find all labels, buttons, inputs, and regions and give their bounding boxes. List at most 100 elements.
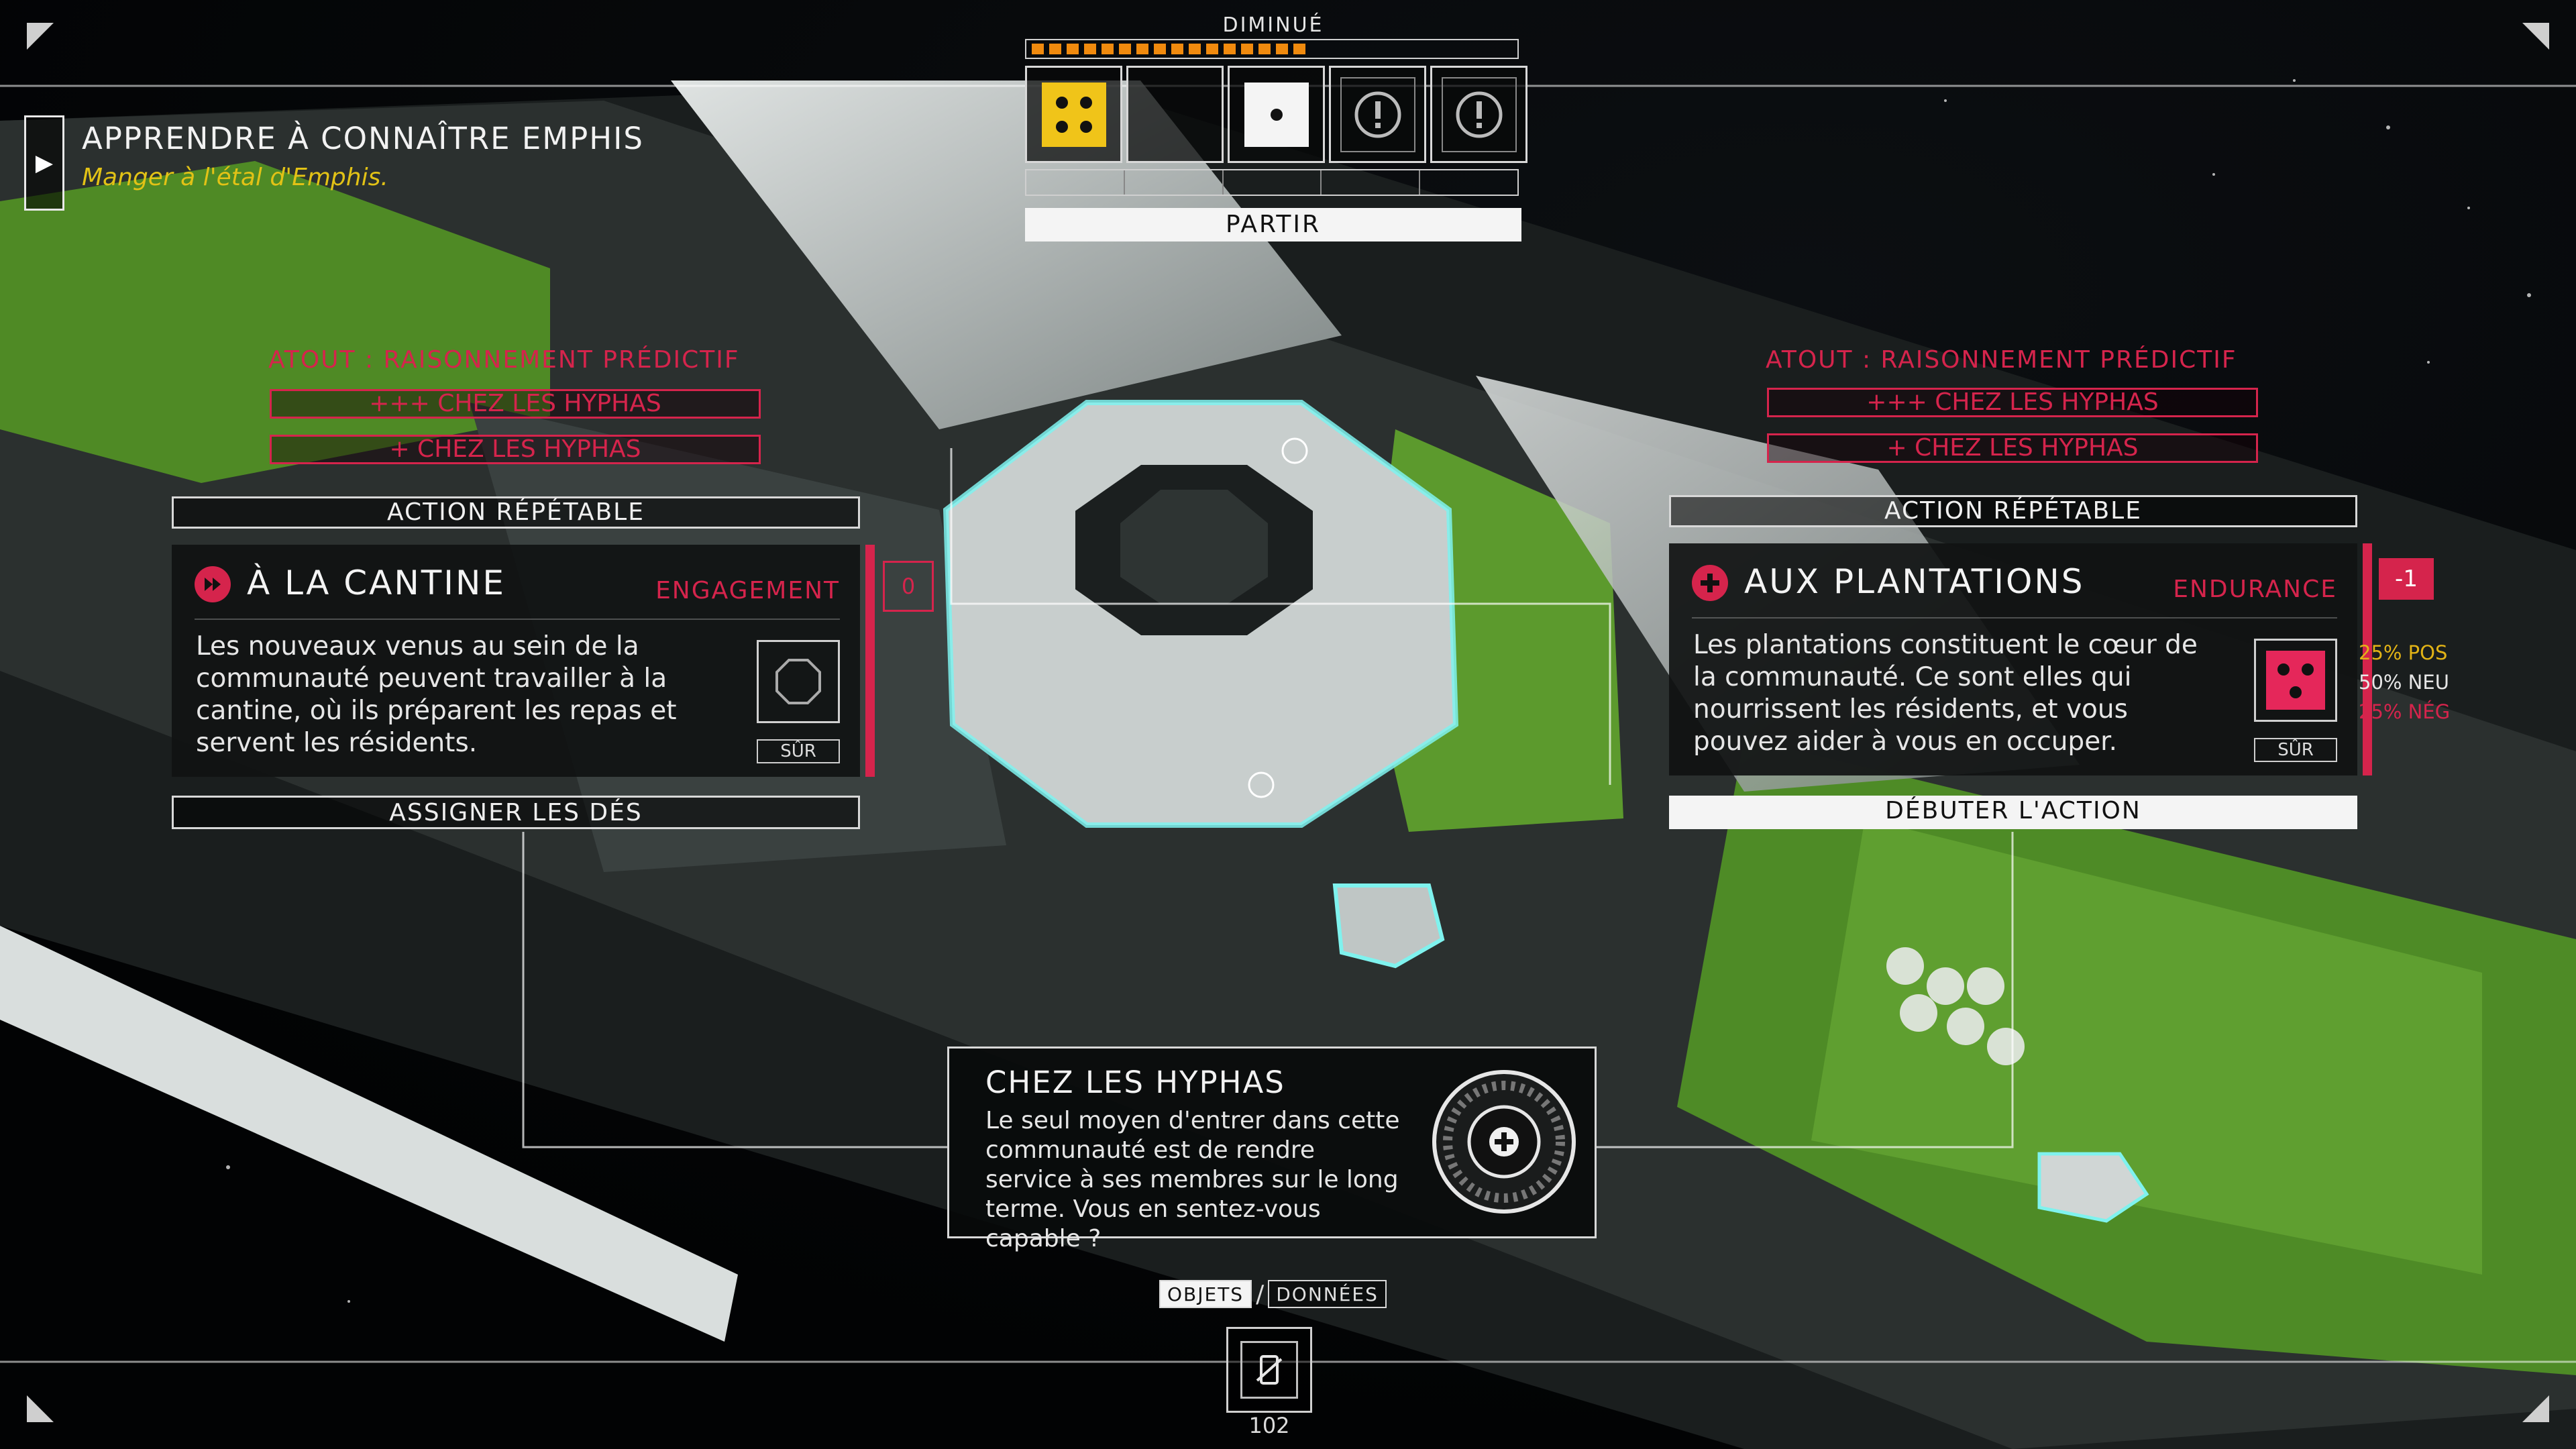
left-advantage-title: ATOUT : RAISONNEMENT PRÉDICTIF <box>268 346 740 374</box>
corner-br <box>2522 1395 2549 1422</box>
tray-foot-bar <box>1025 169 1519 196</box>
right-pod <box>2037 1152 2149 1223</box>
stress-segment <box>1206 44 1218 54</box>
assigned-die-icon <box>2266 651 2325 710</box>
right-advantage-2: + CHEZ LES HYPHAS <box>1767 433 2258 463</box>
stress-segment <box>1049 44 1061 54</box>
action-card-cantine[interactable]: À LA CANTINE ENGAGEMENT Les nouveaux ven… <box>172 545 875 777</box>
card-divider <box>195 619 840 620</box>
connector-left-card <box>522 832 947 1148</box>
safe-label: SÛR <box>757 739 840 763</box>
location-panel[interactable]: CHEZ LES HYPHAS Le seul moyen d'entrer d… <box>947 1046 1597 1252</box>
tab-separator: / <box>1256 1280 1265 1308</box>
stress-segment <box>1276 44 1288 54</box>
card-title: AUX PLANTATIONS <box>1744 562 2085 601</box>
hyphas-cross-icon <box>1432 1070 1576 1214</box>
stress-segment <box>1084 44 1096 54</box>
stress-segment <box>1119 44 1131 54</box>
device-slot[interactable] <box>1226 1327 1312 1413</box>
stress-segment <box>1154 44 1166 54</box>
corner-tl <box>27 23 54 50</box>
storage-tanks <box>1886 947 2025 1065</box>
warning-icon <box>1340 76 1415 152</box>
hull-plate-top <box>671 80 1342 429</box>
tab-objects[interactable]: OBJETS <box>1159 1280 1252 1308</box>
dice-slots <box>1025 66 1527 163</box>
assigned-die-slot[interactable] <box>2254 639 2337 722</box>
dice-slot-5[interactable] <box>1430 66 1527 163</box>
card-accent-stripe <box>2363 543 2372 775</box>
tab-data[interactable]: DONNÉES <box>1268 1280 1387 1308</box>
stress-segment <box>1032 44 1044 54</box>
corner-tr <box>2522 23 2549 50</box>
connector-center-box <box>950 448 1611 785</box>
location-title: CHEZ LES HYPHAS <box>985 1065 1285 1100</box>
modifier-badge: -1 <box>2379 558 2434 600</box>
card-skill: ENDURANCE <box>2173 576 2337 603</box>
stress-segment <box>1224 44 1236 54</box>
stress-segment <box>1102 44 1114 54</box>
empty-die-slot[interactable] <box>757 640 840 723</box>
small-pod <box>1332 883 1445 969</box>
card-divider <box>1692 617 2337 619</box>
odds-negative: 25% NÉG <box>2359 700 2451 723</box>
stress-segment <box>1258 44 1271 54</box>
location-description: Le seul moyen d'entrer dans cette commun… <box>985 1107 1400 1252</box>
stress-segment <box>1136 44 1148 54</box>
start-action-button[interactable]: DÉBUTER L'ACTION <box>1669 796 2357 829</box>
right-advantage-title: ATOUT : RAISONNEMENT PRÉDICTIF <box>1766 346 2237 374</box>
odds-neutral: 50% NEU <box>2359 671 2449 694</box>
left-advantage-2: + CHEZ LES HYPHAS <box>270 435 761 464</box>
action-card-plantations[interactable]: AUX PLANTATIONS ENDURANCE Les plantation… <box>1669 543 2372 775</box>
node-marker-bottom <box>1248 771 1275 798</box>
card-accent-stripe <box>865 545 875 777</box>
stress-bar <box>1025 39 1519 59</box>
dice-slot-3[interactable] <box>1228 66 1325 163</box>
terrace-left <box>0 161 550 483</box>
left-advantage-1: +++ CHEZ LES HYPHAS <box>270 389 761 419</box>
dice-slot-4[interactable] <box>1329 66 1426 163</box>
right-repeatable-label: ACTION RÉPÉTABLE <box>1669 495 2357 527</box>
left-repeatable-label: ACTION RÉPÉTABLE <box>172 496 860 529</box>
cycle-counter: 102 <box>1248 1413 1290 1438</box>
fast-forward-icon <box>195 566 231 602</box>
odds-positive: 25% POS <box>2359 641 2448 664</box>
card-description: Les plantations constituent le cœur de l… <box>1693 630 2198 757</box>
die-face-1 <box>1239 77 1314 152</box>
endurance-cross-icon <box>1692 565 1728 601</box>
card-description: Les nouveaux venus au sein de la communa… <box>196 631 677 758</box>
slot-octagon-icon <box>775 659 821 704</box>
dice-slot-1[interactable] <box>1025 66 1122 163</box>
warning-icon <box>1441 76 1517 152</box>
stress-segment <box>1189 44 1201 54</box>
right-advantage-1: +++ CHEZ LES HYPHAS <box>1767 388 2258 417</box>
central-dome-glow <box>943 400 1459 828</box>
corner-bl <box>27 1395 54 1422</box>
safe-label: SÛR <box>2254 738 2337 762</box>
stress-segment <box>1171 44 1183 54</box>
stress-segment <box>1241 44 1253 54</box>
stress-segment <box>1067 44 1079 54</box>
play-triangle-icon[interactable]: ▶ <box>24 115 64 211</box>
quest-objective: Manger à l'étal d'Emphis. <box>82 164 388 191</box>
connector-right-card <box>1597 832 2014 1148</box>
leave-button[interactable]: PARTIR <box>1025 208 1521 241</box>
dice-slot-2[interactable] <box>1126 66 1224 163</box>
assign-dice-button[interactable]: ASSIGNER LES DÉS <box>172 796 860 829</box>
star-field <box>226 79 2531 1303</box>
condition-label: DIMINUÉ <box>1222 13 1324 37</box>
central-dome-cap <box>1120 490 1268 604</box>
stress-segment <box>1293 44 1305 54</box>
inventory-tabs: OBJETS / DONNÉES <box>1159 1280 1387 1308</box>
card-skill: ENGAGEMENT <box>655 577 840 604</box>
die-face-4 <box>1036 77 1112 152</box>
no-device-icon <box>1240 1341 1298 1399</box>
hull-strip-bottom <box>0 926 738 1342</box>
node-marker-top <box>1281 437 1308 464</box>
terrace-right-inner <box>1811 818 2482 1275</box>
quest-title: APPRENDRE À CONNAÎTRE EMPHIS <box>82 121 644 156</box>
cantine-counter-badge: 0 <box>883 561 934 612</box>
card-title: À LA CANTINE <box>247 564 506 602</box>
empty-slot <box>1138 77 1213 152</box>
